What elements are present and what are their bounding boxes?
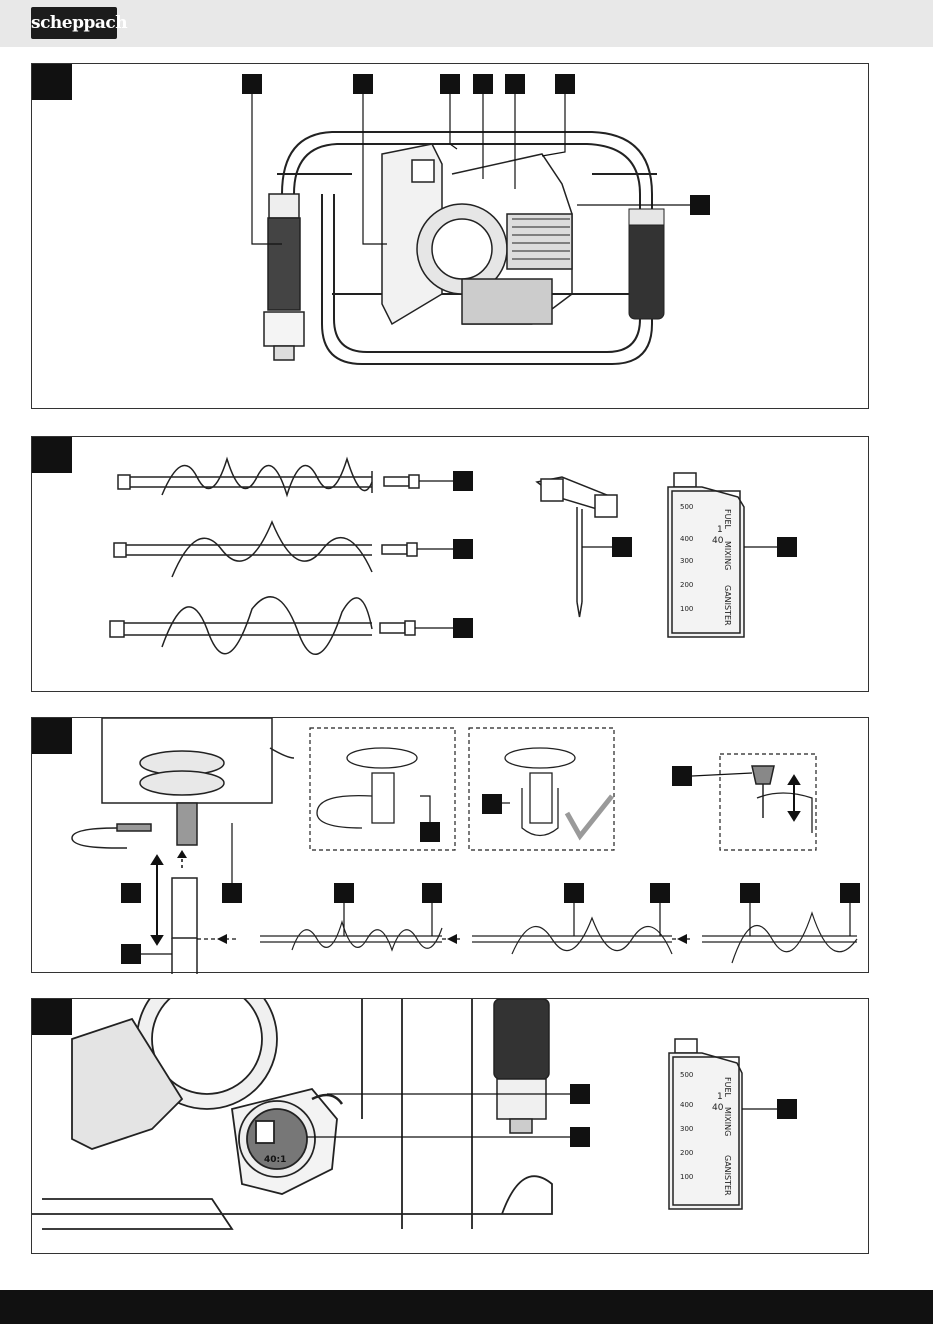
canister-label-ganister: GANISTER [723, 585, 732, 626]
canister-scale-400: 400 [680, 535, 693, 543]
canister-scale-300: 300 [680, 557, 693, 565]
figure-3-panel [31, 717, 869, 973]
canister-label-fuel: FUEL [723, 1077, 732, 1098]
canister-label-ganister: GANISTER [723, 1155, 732, 1196]
canister-scale-200: 200 [680, 1149, 693, 1157]
canister-scale-200: 200 [680, 581, 693, 589]
figure-1-panel [31, 63, 869, 409]
canister-ratio-bottom: 40 [712, 536, 724, 546]
figure-4-panel: 40:1 500 400 300 200 100 1 40 FUEL MIXIN… [31, 998, 869, 1254]
scheppach-logo: scheppach [31, 7, 117, 39]
fuel-cap-ratio: 40:1 [264, 1155, 286, 1165]
check-mark-icon [567, 796, 612, 836]
canister-scale-500: 500 [680, 503, 693, 511]
canister-scale-100: 100 [680, 605, 693, 613]
figure-2-drawing: 500 400 300 200 100 1 40 FUEL MIXING GAN… [32, 437, 870, 693]
canister-scale-300: 300 [680, 1125, 693, 1133]
canister-ratio-top: 1 [717, 525, 723, 535]
figure-2-panel: 500 400 300 200 100 1 40 FUEL MIXING GAN… [31, 436, 869, 692]
figure-3-drawing [32, 718, 870, 974]
canister-label-mixing: MIXING [723, 541, 732, 570]
canister-scale-500: 500 [680, 1071, 693, 1079]
canister-label-mixing: MIXING [723, 1107, 732, 1136]
header-bar: scheppach [0, 0, 933, 47]
canister-scale-400: 400 [680, 1101, 693, 1109]
canister-label-fuel: FUEL [723, 509, 732, 530]
figure-1-drawing [32, 64, 870, 410]
canister-ratio-top: 1 [717, 1092, 723, 1102]
canister-ratio-bottom: 40 [712, 1103, 724, 1113]
footer-bar [0, 1290, 933, 1324]
figure-4-drawing: 40:1 500 400 300 200 100 1 40 FUEL MIXIN… [32, 999, 870, 1255]
canister-scale-100: 100 [680, 1173, 693, 1181]
